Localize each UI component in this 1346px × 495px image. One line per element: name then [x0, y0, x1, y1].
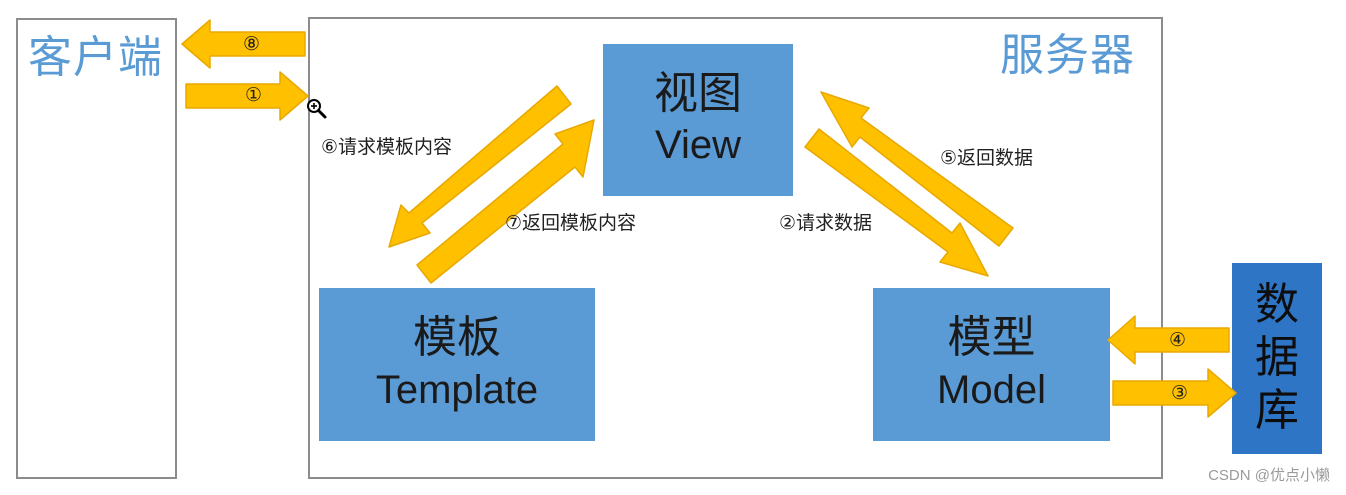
arrow-5 [820, 91, 1014, 247]
arrow-4-label: ④ [1169, 329, 1187, 351]
template-subtitle: Template [375, 367, 539, 412]
arrow-8-label: ⑧ [243, 33, 261, 55]
template-box: 模板 Template [319, 288, 595, 441]
arrow-3-label: ③ [1171, 382, 1189, 404]
arrow-4 [1107, 315, 1230, 365]
database-char-1: 数 [1255, 279, 1299, 331]
model-subtitle: Model [937, 367, 1046, 412]
arrow-6-label: ⑥请求模板内容 [321, 136, 453, 158]
arrow-7-label: ⑦返回模板内容 [505, 212, 637, 234]
client-box [16, 18, 177, 479]
arrow-1 [185, 71, 309, 121]
template-title: 模板 [413, 312, 501, 364]
database-box: 数 据 库 [1232, 263, 1322, 454]
arrow-2 [804, 128, 989, 277]
database-char-3: 库 [1255, 384, 1299, 436]
view-subtitle: View [655, 123, 741, 168]
model-title: 模型 [947, 312, 1036, 364]
model-box: 模型 Model [873, 288, 1110, 441]
zoom-cursor-icon [307, 99, 327, 119]
arrow-6 [388, 85, 572, 248]
arrow-8 [181, 19, 306, 69]
arrow-7 [416, 119, 595, 284]
view-title: 视图 [654, 67, 742, 119]
server-label: 服务器 [1000, 30, 1135, 81]
client-label: 客户端 [28, 32, 163, 83]
watermark: CSDN @优点小懒 [1208, 467, 1330, 484]
arrow-3 [1112, 368, 1237, 418]
arrow-5-label: ⑤返回数据 [940, 147, 1034, 169]
arrow-1-label: ① [245, 84, 263, 106]
view-box: 视图 View [603, 44, 793, 196]
arrow-2-label: ②请求数据 [779, 212, 873, 234]
database-char-2: 据 [1255, 332, 1299, 384]
